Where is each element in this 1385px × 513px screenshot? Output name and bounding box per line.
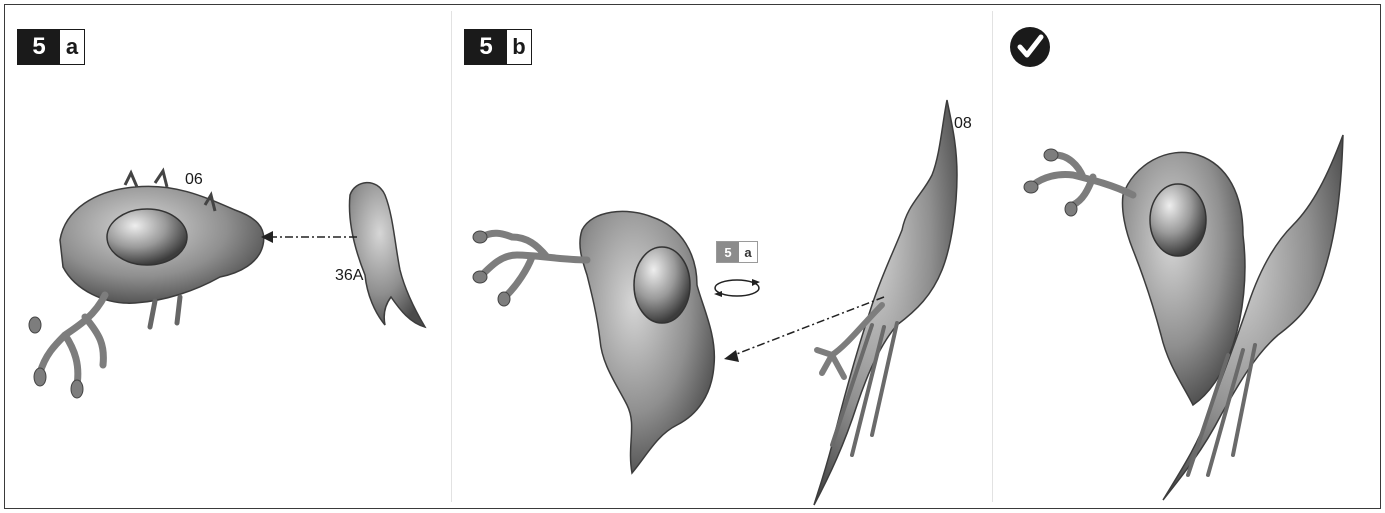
part-06-shape — [29, 171, 264, 398]
assembled-model-shape — [1024, 135, 1343, 500]
arrow-head — [724, 350, 739, 362]
panel-5b-illustration — [452, 5, 992, 510]
panel-complete — [993, 5, 1382, 508]
panel-step-5a: 5 a 06 36A — [5, 5, 451, 508]
panel-5a-illustration — [5, 5, 451, 510]
panel-complete-illustration — [993, 5, 1382, 510]
checkmark-circle-icon — [1010, 27, 1050, 67]
panel-step-5b: 5 b 5 a 08 — [452, 5, 992, 508]
assembled-5a-shape — [473, 211, 714, 473]
rotate-icon — [714, 279, 760, 297]
instruction-sheet: 5 a 06 36A — [4, 4, 1381, 509]
part-36a-shape — [349, 183, 425, 327]
part-08-shape — [814, 100, 957, 505]
